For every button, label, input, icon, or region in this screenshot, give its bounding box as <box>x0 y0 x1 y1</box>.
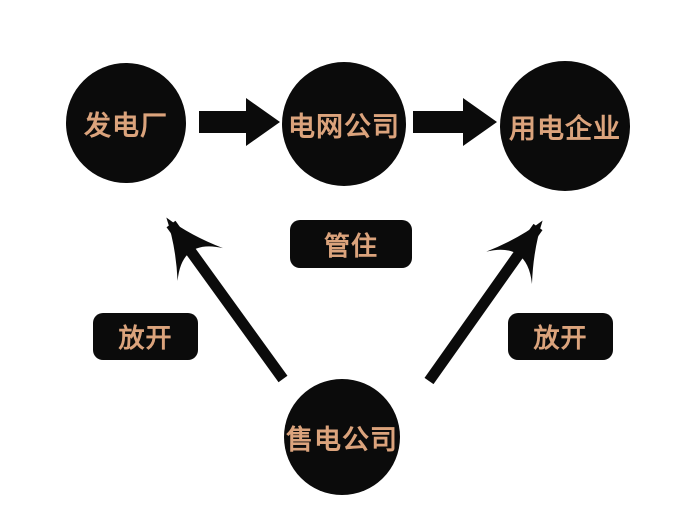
barbed-arrow-retailer-to-consumer-icon <box>424 220 543 385</box>
block-arrow-power-to-grid-icon <box>199 98 280 146</box>
node-grid-company-label: 电网公司 <box>288 111 400 143</box>
node-grid-company: 电网公司 <box>282 62 406 186</box>
label-regulate-text: 管住 <box>323 231 378 262</box>
node-power-consumer: 用电企业 <box>500 61 630 191</box>
label-liberalize-right: 放开 <box>508 313 613 360</box>
barbed-arrow-retailer-to-power-plant-icon <box>166 217 288 383</box>
node-power-consumer-label: 用电企业 <box>509 113 621 145</box>
node-retailer-label: 售电公司 <box>286 424 398 456</box>
label-liberalize-left: 放开 <box>93 313 198 360</box>
node-retailer: 售电公司 <box>284 379 400 495</box>
block-arrow-grid-to-consumer-icon <box>413 98 497 146</box>
node-power-plant: 发电厂 <box>66 63 186 183</box>
label-liberalize-left-text: 放开 <box>118 324 173 354</box>
label-regulate: 管住 <box>290 220 412 268</box>
label-liberalize-right-text: 放开 <box>533 324 588 354</box>
node-power-plant-label: 发电厂 <box>84 110 168 142</box>
